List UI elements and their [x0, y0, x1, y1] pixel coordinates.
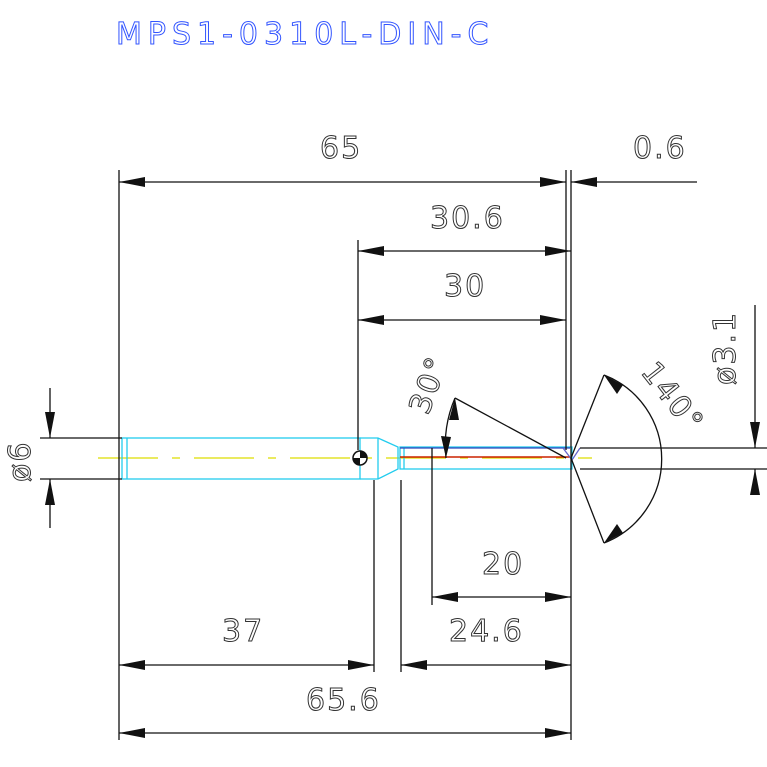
extension-lines [40, 170, 767, 740]
dim-20-label: 20 [482, 547, 524, 582]
dim-dia-3-1-label: ø3.1 [708, 311, 743, 385]
dim-dia-6 [45, 388, 55, 528]
dim-30-6-label: 30.6 [430, 201, 505, 236]
dim-37-label: 37 [222, 614, 264, 649]
dim-30-6 [358, 246, 571, 256]
dim-30 [358, 315, 566, 325]
angle-140-label: 140° [634, 355, 711, 440]
dim-37 [119, 660, 374, 670]
dim-20 [432, 592, 571, 602]
drawing-title: MPS1-0310L-DIN-C [116, 17, 494, 52]
dim-24-6-label: 24.6 [449, 614, 524, 649]
dim-dia-6-label: ø6 [3, 441, 38, 482]
dim-30-label: 30 [444, 269, 486, 304]
dim-65-label: 65 [320, 131, 362, 166]
angle-30-label: 30° [403, 351, 456, 419]
center-mark-icon [352, 450, 368, 466]
dim-0-6 [571, 177, 697, 187]
dim-65-6-label: 65.6 [306, 683, 381, 718]
angle-140 [603, 374, 663, 544]
dim-65-6 [119, 728, 571, 738]
angle-30 [441, 397, 459, 459]
dim-0-6-label: 0.6 [633, 131, 687, 166]
dim-24-6 [401, 660, 571, 670]
dim-dia-3-1 [750, 305, 760, 495]
dim-65 [119, 177, 566, 187]
